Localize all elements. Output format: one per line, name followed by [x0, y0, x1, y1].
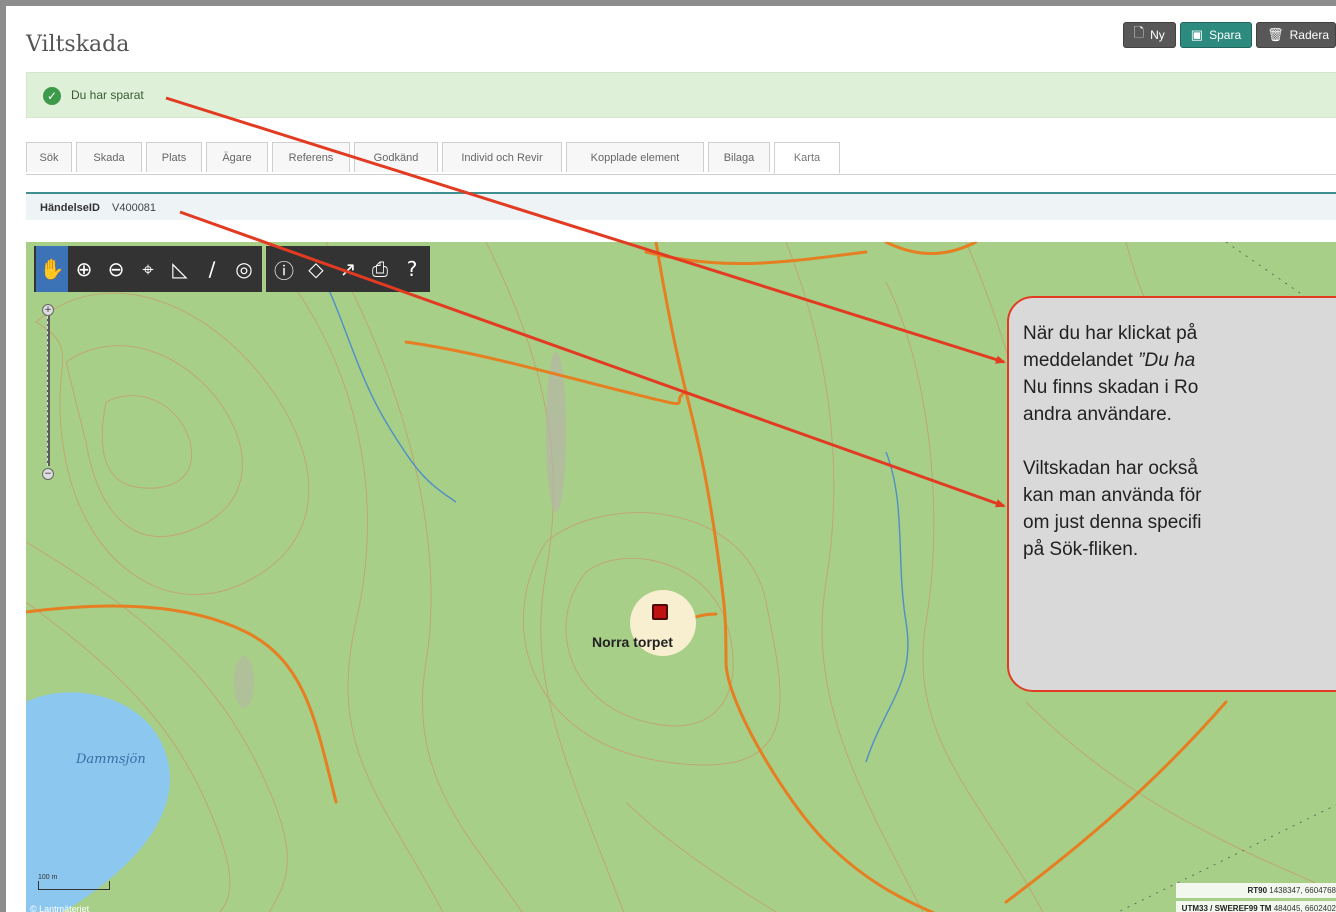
map-toolbar: ✋ ⊕ ⊖ ⌖ ◺ ∕ ◎ ⓘ ◇ ↗ ⎙ ?: [34, 246, 430, 292]
zoom-in-icon[interactable]: ⊕: [75, 257, 93, 281]
callout-line: Nu finns skadan i Ro: [1023, 377, 1199, 398]
select-circle-icon[interactable]: ◎: [235, 257, 253, 281]
place-label: Norra torpet: [592, 634, 673, 650]
save-button[interactable]: ▣ Spara: [1179, 22, 1253, 48]
tab-plats[interactable]: Plats: [146, 142, 202, 172]
callout-line: andra användare.: [1023, 404, 1172, 425]
zoom-out-icon[interactable]: ⊖: [107, 257, 125, 281]
tab-sok[interactable]: Sök: [26, 142, 72, 172]
arrow-to-alert: [165, 96, 1004, 362]
print-icon[interactable]: ⎙: [372, 257, 388, 281]
identify-icon[interactable]: ⓘ: [274, 258, 294, 283]
coord-label-rt90: RT90: [1247, 886, 1268, 895]
tab-karta[interactable]: Karta: [774, 142, 840, 174]
annotation-arrows: [165, 96, 1336, 508]
zoom-slider[interactable]: + −: [42, 304, 54, 480]
coord-value-sweref: 484045, 6602402: [1273, 904, 1336, 912]
tab-referens[interactable]: Referens: [272, 142, 350, 172]
callout-line: När du har klickat på: [1023, 323, 1198, 344]
scale-bar: 100 m: [38, 874, 110, 890]
location-highlight: [630, 590, 696, 656]
event-id-value: V400081: [112, 202, 157, 214]
damage-location-marker[interactable]: [652, 604, 668, 620]
tab-godkand[interactable]: Godkänd: [354, 142, 438, 172]
pan-hand-icon[interactable]: ✋: [36, 246, 68, 292]
scale-label: 100 m: [38, 874, 58, 881]
callout-line: om just denna specifi: [1023, 512, 1202, 533]
callout-italic-fragment: ”Du ha: [1138, 350, 1196, 371]
event-id-bar: HändelseID V400081: [26, 192, 1336, 220]
help-icon[interactable]: ?: [406, 257, 418, 281]
scale-line: [38, 881, 110, 890]
map-copyright: © Lantmäteriet: [30, 904, 90, 912]
zoom-in-end-icon[interactable]: +: [42, 304, 54, 316]
coord-label-sweref: UTM33 / SWEREF99 TM: [1181, 904, 1272, 912]
callout-line: kan man använda för: [1023, 485, 1202, 506]
tab-individ-och-revir[interactable]: Individ och Revir: [442, 142, 562, 172]
callout-line-prefix: meddelandet: [1023, 350, 1139, 371]
coord-row-rt90: RT90 1438347, 6604768: [1175, 883, 1336, 898]
delete-button[interactable]: 🗑 Radera: [1256, 22, 1336, 48]
measure-line-icon[interactable]: ∕: [208, 257, 216, 281]
callout-line: på Sök-fliken.: [1023, 539, 1139, 560]
delete-button-label: Radera: [1289, 28, 1329, 42]
save-button-label: Spara: [1209, 28, 1242, 42]
new-button-label: Ny: [1150, 28, 1165, 42]
map-toolbar-group-navigation: ✋ ⊕ ⊖ ⌖ ◺ ∕ ◎: [34, 246, 262, 292]
zoom-extent-icon[interactable]: ⌖: [142, 257, 154, 281]
page-title: Viltskada: [26, 32, 130, 57]
tab-bar: Sök Skada Plats Ägare Referens Godkänd I…: [26, 142, 1336, 175]
coordinate-readout: RT90 1438347, 6604768 UTM33 / SWEREF99 T…: [1175, 880, 1336, 912]
tab-skada[interactable]: Skada: [76, 142, 142, 172]
arrow-to-event-id: [179, 210, 1004, 508]
tab-kopplade-element[interactable]: Kopplade element: [566, 142, 704, 172]
measure-area-icon[interactable]: ◺: [172, 257, 188, 281]
coord-row-sweref: UTM33 / SWEREF99 TM 484045, 6602402: [1175, 901, 1336, 912]
zoom-slider-handle[interactable]: −: [42, 468, 54, 480]
callout-line-italic: meddelandet ”Du ha: [1023, 347, 1336, 374]
event-id-label: HändelseID: [40, 202, 100, 214]
success-alert: ✓ Du har sparat: [26, 72, 1336, 118]
top-action-bar: 🗋 Ny ▣ Spara 🗑 Radera: [1122, 22, 1336, 48]
success-message: Du har sparat: [71, 88, 144, 102]
new-document-icon: 🗋: [1133, 25, 1145, 40]
zoom-slider-track[interactable]: [47, 316, 50, 466]
floppy-disk-icon: ▣: [1190, 27, 1204, 42]
new-button[interactable]: 🗋 Ny: [1122, 22, 1176, 48]
lake-label: Dammsjön: [76, 752, 146, 767]
help-callout: När du har klickat på meddelandet ”Du ha…: [1007, 296, 1336, 692]
tab-bilaga[interactable]: Bilaga: [708, 142, 770, 172]
callout-line: Viltskadan har också: [1023, 458, 1198, 479]
check-circle-icon: ✓: [43, 87, 61, 105]
tab-agare[interactable]: Ägare: [206, 142, 268, 172]
coord-value-rt90: 1438347, 6604768: [1269, 886, 1336, 895]
trash-icon: 🗑: [1267, 27, 1284, 42]
